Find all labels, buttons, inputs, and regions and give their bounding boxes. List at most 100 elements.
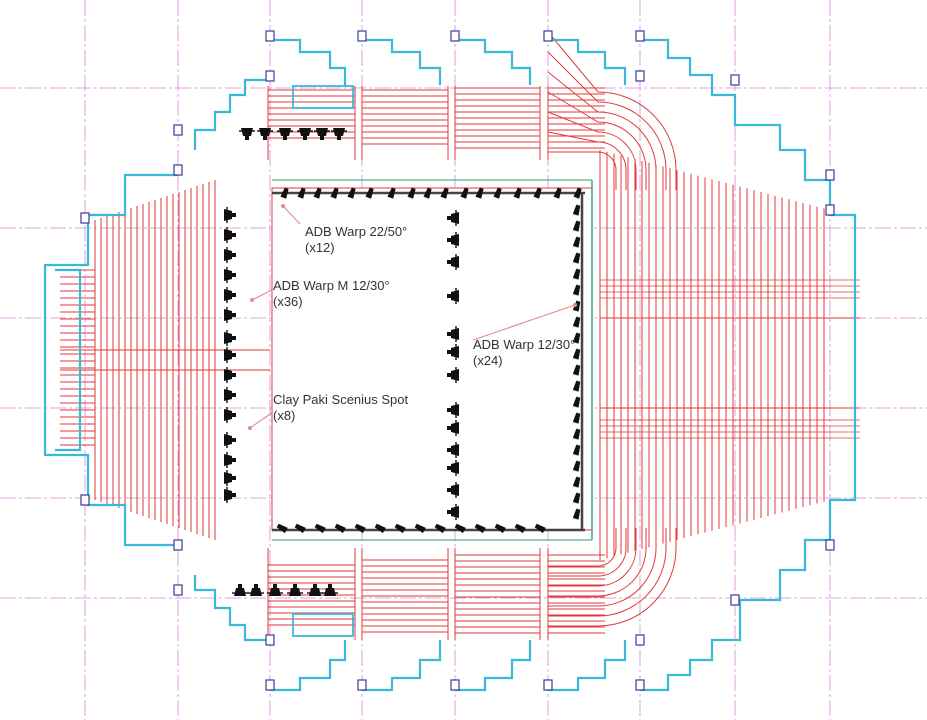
adb-warp-icon [365, 187, 374, 199]
spot-yoke [232, 293, 236, 297]
warp-body [454, 523, 466, 534]
adb-warp-icon [294, 523, 306, 534]
clay-paki-spot-icon [267, 584, 283, 596]
clay-paki-spot-icon [447, 504, 459, 520]
spot-body [224, 369, 232, 381]
clay-paki-spot-icon [224, 387, 236, 403]
leader-arrowhead [281, 204, 285, 208]
warp-body [553, 187, 562, 199]
leader-arrowhead [573, 303, 577, 307]
clay-paki-spot-icon [331, 128, 347, 140]
warp-body [572, 396, 581, 408]
clay-paki-spot-icon [224, 347, 236, 363]
column-square-icon [730, 74, 740, 86]
spot-body [451, 256, 459, 268]
warp-body [494, 523, 506, 534]
warp-body [365, 187, 374, 199]
label-adb-warp-22-50-name: ADB Warp 22/50° [305, 224, 408, 239]
warp-body [423, 187, 432, 199]
adb-warp-icon [334, 523, 346, 534]
spot-yoke [447, 294, 451, 298]
warp-body [572, 364, 581, 376]
leader-lines [248, 204, 577, 430]
clay-paki-spot-icon [224, 247, 236, 263]
vomitory-walls [43, 38, 857, 692]
spot-yoke [232, 413, 236, 417]
label-clay-paki-scenius-spot-name: Clay Paki Scenius Spot [273, 392, 409, 407]
warp-body [276, 523, 288, 534]
clay-paki-spot-icon [224, 432, 236, 448]
warp-body [572, 476, 581, 488]
warp-body [434, 523, 446, 534]
adb-warp-icon [460, 187, 469, 199]
spot-body [224, 434, 232, 446]
adb-warp-icon [276, 523, 288, 534]
warp-body [572, 204, 581, 216]
spot-body [224, 309, 232, 321]
spot-yoke [447, 466, 451, 470]
column-square-icon [265, 679, 275, 691]
warp-body [387, 187, 396, 199]
clay-paki-spot-icon [257, 128, 273, 140]
spot-body [316, 128, 328, 136]
clay-paki-spot-icon [224, 307, 236, 323]
warp-body [572, 444, 581, 456]
spot-yoke [447, 238, 451, 242]
spot-body [451, 462, 459, 474]
warp-body [475, 187, 484, 199]
adb-warp-icon [572, 460, 581, 472]
wall-segment [548, 38, 627, 85]
warp-body [572, 316, 581, 328]
warp-body [572, 252, 581, 264]
spot-yoke [254, 584, 258, 588]
seat-curve [547, 71, 657, 190]
spot-body [259, 128, 271, 136]
warp-body [572, 348, 581, 360]
column-square-icon [635, 634, 645, 646]
seat-curve [548, 528, 647, 597]
seat-curve [548, 528, 657, 607]
spot-yoke [447, 426, 451, 430]
clay-paki-spot-icon [447, 402, 459, 418]
wall-segment [55, 268, 82, 452]
adb-warp-icon [374, 523, 386, 534]
wall-segment [270, 38, 347, 85]
clay-paki-spot-icon [307, 584, 323, 596]
leader-line [249, 411, 274, 429]
seat-curve [548, 151, 617, 190]
label-clay-paki-scenius-spot-qty: (x8) [273, 408, 296, 423]
column-square-icon [635, 679, 645, 691]
warp-body [354, 523, 366, 534]
spot-body [324, 588, 336, 596]
warp-body [294, 523, 306, 534]
spot-yoke [293, 584, 297, 588]
spot-body [241, 128, 253, 136]
seat-curve [548, 528, 617, 567]
spot-yoke [263, 136, 267, 140]
warp-body [374, 523, 386, 534]
clay-paki-spot-icon [224, 470, 236, 486]
spot-yoke [232, 273, 236, 277]
column-square-icon [173, 164, 183, 176]
clay-paki-spot-icon [322, 584, 338, 596]
adb-warp-icon [314, 523, 326, 534]
seat-curve [548, 528, 667, 617]
spot-body [289, 588, 301, 596]
wall-segment [362, 640, 442, 692]
warp-body [572, 380, 581, 392]
spot-body [234, 588, 246, 596]
warp-body [572, 220, 581, 232]
adb-warp-icon [513, 187, 522, 199]
spot-yoke [232, 253, 236, 257]
warp-body [572, 428, 581, 440]
leader-line [282, 205, 301, 225]
wall-segment [193, 78, 270, 150]
column-square-icon [173, 539, 183, 551]
spot-body [451, 484, 459, 496]
warp-body [407, 187, 416, 199]
label-adb-warp-12-30-qty: (x24) [473, 353, 503, 368]
clay-paki-spot-icon [232, 584, 248, 596]
adb-warp-icon [414, 523, 426, 534]
clay-paki-spot-icon [447, 326, 459, 342]
clay-paki-spot-icon [248, 584, 264, 596]
